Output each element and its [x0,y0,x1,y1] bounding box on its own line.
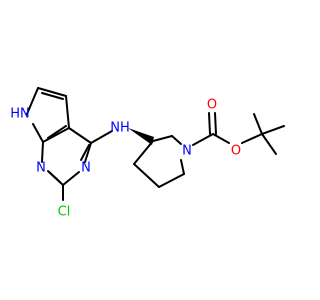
bond [47,170,61,183]
bond [192,133,214,146]
bond [90,130,113,144]
bond [180,159,185,175]
bond [158,173,185,188]
bonds-layer [26,87,285,201]
bond [171,135,182,145]
bond [65,95,70,129]
bond [152,135,173,142]
bond [32,123,44,143]
bond [133,163,160,188]
bond [42,127,70,143]
bond [261,133,277,155]
bond [47,125,67,139]
atom-labels-layer: HN N N Cl NH N O O [10,98,241,220]
bond [84,142,92,163]
atom-label-piperidine-n: N [182,144,192,159]
bond [212,133,230,144]
bond [214,112,217,135]
atom-label-chlorine: Cl [58,205,71,220]
bond [41,141,44,163]
bond [26,87,39,115]
bond [62,171,80,186]
bond [68,127,92,144]
bond [253,113,263,135]
atom-label-amine-nh: NH [110,121,130,136]
atom-label-nh-pyrrole: HN [10,107,30,122]
atom-label-n-ring-left: N [36,161,46,176]
wedge-bond [128,128,154,145]
atom-label-ester-o: O [231,144,241,159]
molecule-canvas: HN N N Cl NH N O O [10,87,285,220]
bond [133,140,154,165]
bond [80,144,90,161]
bond [208,112,211,135]
atom-label-n-ring-right: N [81,161,91,176]
bond [241,133,263,144]
molecule-structure: HN N N Cl NH N O O [10,87,285,220]
bond [41,92,64,100]
atom-label-carbonyl-o: O [207,98,217,113]
bond [37,87,67,97]
bond [261,125,285,135]
